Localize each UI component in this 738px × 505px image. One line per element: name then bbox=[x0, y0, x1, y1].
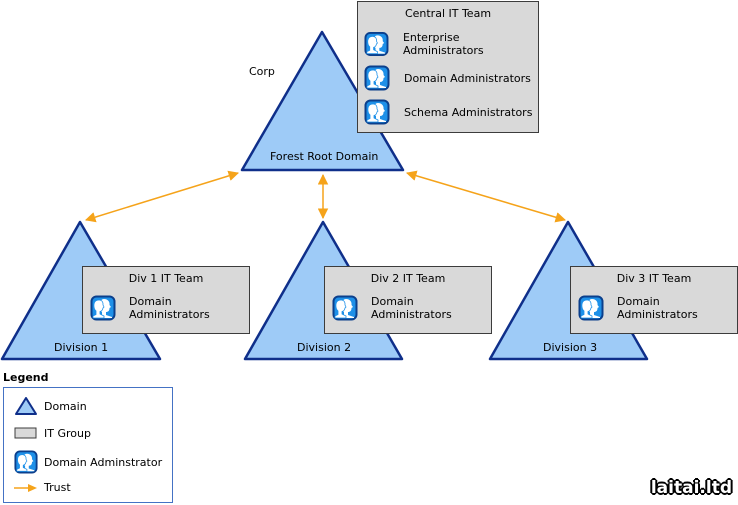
div-1-it-team-title: Div 1 IT Team bbox=[128, 272, 204, 285]
div-2-domain-admins[interactable]: Domain Administrators bbox=[332, 295, 452, 321]
group-label-line-2: Administrators bbox=[617, 308, 698, 321]
it-group-rect-icon bbox=[14, 427, 37, 439]
group-label: Domain Administrators bbox=[617, 295, 698, 321]
legend-label: Domain Adminstrator bbox=[44, 455, 163, 469]
group-label: Domain Administrators bbox=[371, 295, 452, 321]
div-2-it-team-title: Div 2 IT Team bbox=[370, 272, 446, 285]
legend-label: Trust bbox=[44, 481, 71, 494]
watermark: laitai.ltd bbox=[650, 478, 732, 498]
legend-item-trust: Trust bbox=[14, 481, 71, 494]
domain-admin-icon bbox=[90, 295, 116, 321]
domain-admin-icon bbox=[364, 65, 390, 91]
division-3-label: Division 3 bbox=[543, 341, 598, 354]
div-3-it-team-title: Div 3 IT Team bbox=[616, 272, 692, 285]
group-label: Schema Administrators bbox=[404, 105, 533, 119]
domain-admin-icon bbox=[364, 99, 390, 125]
central-group-domain-admins[interactable]: Domain Administrators bbox=[364, 65, 531, 91]
group-label-line-1: Domain bbox=[129, 295, 172, 308]
forest-root-domain-label: Forest Root Domain bbox=[270, 150, 379, 163]
div-1-it-team-box[interactable]: Div 1 IT Team Domain Administrators bbox=[82, 266, 250, 334]
group-label: Domain Administrators bbox=[129, 295, 210, 321]
legend-title: Legend bbox=[3, 371, 49, 384]
group-label-line-2: Administrators bbox=[371, 308, 452, 321]
domain-admin-icon bbox=[332, 295, 358, 321]
domain-admin-icon bbox=[578, 295, 604, 321]
central-it-team-title: Central IT Team bbox=[404, 7, 492, 20]
div-3-it-team-box[interactable]: Div 3 IT Team Domain Administrators bbox=[570, 266, 738, 334]
legend-label: IT Group bbox=[44, 426, 91, 440]
legend-item-it-group: IT Group bbox=[14, 426, 91, 440]
domain-admin-icon bbox=[364, 32, 389, 56]
legend-box: Domain IT Group Domain Adminstrator Trus… bbox=[3, 387, 173, 503]
div-2-it-team-box[interactable]: Div 2 IT Team Domain Administrators bbox=[324, 266, 492, 334]
div-1-domain-admins[interactable]: Domain Administrators bbox=[90, 295, 210, 321]
central-it-team-box[interactable]: Central IT Team Enterprise Administrator… bbox=[357, 1, 539, 133]
legend-label: Domain bbox=[44, 399, 87, 413]
group-label-line-1: Domain bbox=[371, 295, 414, 308]
trust-arrow-division-3 bbox=[405, 170, 567, 223]
division-2-label: Division 2 bbox=[297, 341, 352, 354]
group-label-line-1: Domain bbox=[617, 295, 660, 308]
central-group-schema-admins[interactable]: Schema Administrators bbox=[364, 99, 532, 125]
group-label: Enterprise Administrators bbox=[402, 31, 484, 57]
domain-triangle-icon bbox=[15, 397, 37, 415]
division-1-label: Division 1 bbox=[54, 341, 109, 354]
group-label-line-2: Administrators bbox=[129, 308, 210, 321]
trust-arrow-icon bbox=[14, 483, 37, 492]
trust-arrow-division-1 bbox=[84, 170, 240, 223]
central-group-enterprise-admins[interactable]: Enterprise Administrators bbox=[364, 31, 538, 57]
domain-admin-icon bbox=[14, 450, 38, 474]
group-label: Domain Administrators bbox=[404, 71, 531, 85]
legend-item-domain: Domain bbox=[14, 396, 87, 416]
div-3-domain-admins[interactable]: Domain Administrators bbox=[578, 295, 698, 321]
legend-item-domain-admin: Domain Adminstrator bbox=[14, 450, 162, 474]
corp-label: Corp bbox=[249, 65, 275, 78]
